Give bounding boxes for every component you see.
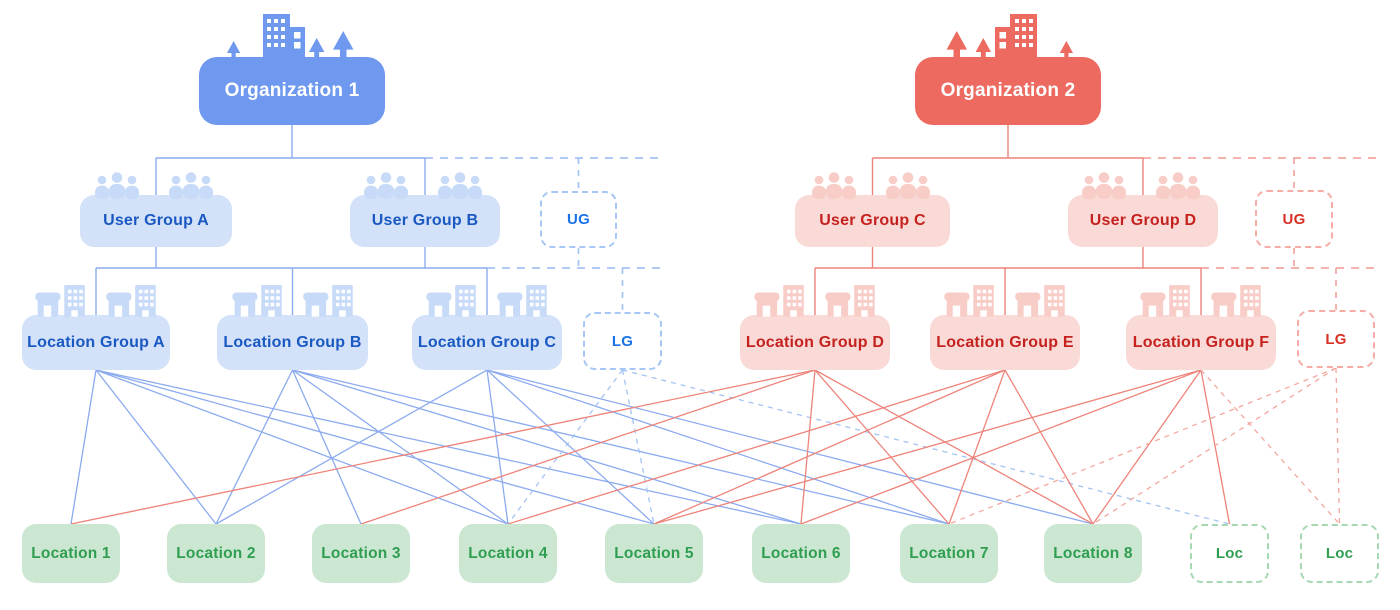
generic-location-group-node-red: LG — [1297, 310, 1375, 368]
location-group-f-label: Location Group F — [1132, 333, 1270, 351]
generic-user-group-label: UG — [567, 211, 590, 228]
location-7-label: Location 7 — [909, 544, 989, 562]
generic-location-label: Loc — [1325, 545, 1354, 562]
generic-location-node-2: Loc — [1300, 524, 1379, 583]
location-group-c-label: Location Group C — [417, 333, 557, 351]
generic-location-group-node-blue: LG — [583, 312, 662, 370]
location-group-c-node: Location Group C — [412, 315, 562, 370]
location-group-d-node: Location Group D — [740, 315, 890, 370]
user-group-a-node: User Group A — [80, 195, 232, 247]
user-group-d-label: User Group D — [1089, 212, 1197, 229]
location-8-label: Location 8 — [1053, 544, 1133, 562]
generic-user-group-label: UG — [1282, 210, 1306, 228]
location-5-label: Location 5 — [614, 544, 694, 562]
user-group-d-node: User Group D — [1068, 195, 1218, 247]
generic-location-group-label: LG — [611, 332, 634, 350]
location-group-f-node: Location Group F — [1126, 315, 1276, 370]
location-1-label: Location 1 — [31, 544, 111, 562]
user-group-b-label: User Group B — [371, 212, 479, 229]
location-4-label: Location 4 — [468, 544, 548, 562]
location-group-a-label: Location Group A — [27, 333, 165, 351]
location-2-node: Location 2 — [167, 524, 265, 583]
location-6-node: Location 6 — [752, 524, 850, 583]
location-6-label: Location 6 — [761, 544, 841, 562]
location-4-node: Location 4 — [459, 524, 557, 583]
generic-user-group-node-blue: UG — [540, 191, 617, 248]
user-group-c-label: User Group C — [819, 212, 926, 229]
location-7-node: Location 7 — [900, 524, 998, 583]
location-8-node: Location 8 — [1044, 524, 1142, 583]
generic-location-label: Loc — [1215, 545, 1244, 562]
location-group-d-label: Location Group D — [745, 333, 885, 351]
organization-2-label: Organization 2 — [940, 80, 1076, 101]
location-3-label: Location 3 — [321, 544, 401, 562]
user-group-a-label: User Group A — [103, 212, 209, 229]
generic-location-node-1: Loc — [1190, 524, 1269, 583]
organization-1-node: Organization 1 — [199, 57, 385, 125]
location-3-node: Location 3 — [312, 524, 410, 583]
user-group-c-node: User Group C — [795, 195, 950, 247]
location-group-e-node: Location Group E — [930, 315, 1080, 370]
user-group-b-node: User Group B — [350, 195, 500, 247]
location-5-node: Location 5 — [605, 524, 703, 583]
generic-user-group-node-red: UG — [1255, 190, 1333, 248]
location-group-e-label: Location Group E — [936, 333, 1074, 351]
location-2-label: Location 2 — [176, 544, 256, 562]
organization-2-node: Organization 2 — [915, 57, 1101, 125]
generic-location-group-label: LG — [1325, 330, 1347, 348]
location-group-b-node: Location Group B — [217, 315, 368, 370]
location-group-b-label: Location Group B — [223, 333, 362, 351]
location-group-a-node: Location Group A — [22, 315, 170, 370]
organization-1-label: Organization 1 — [224, 80, 360, 101]
location-1-node: Location 1 — [22, 524, 120, 583]
